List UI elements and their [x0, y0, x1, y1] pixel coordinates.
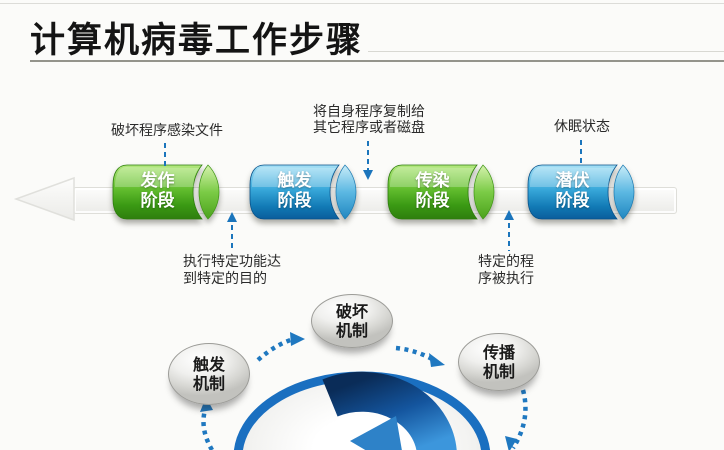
stage-scroll-shape-icon [387, 164, 495, 220]
stage-scroll-shape-icon [527, 164, 635, 220]
stage-label: 发作 阶段 [140, 171, 175, 211]
cycle-diagram [200, 332, 528, 450]
title-underline-dark [30, 60, 724, 62]
stage-scroll-shape-icon [249, 164, 357, 220]
annotation-damage-infect: 破坏程序感染文件 [111, 123, 223, 139]
dotted-arc [256, 336, 295, 362]
stage-block-infection: 传染 阶段 [387, 164, 497, 220]
bubble-damage-mechanism: 破坏 机制 [311, 294, 393, 348]
dotted-arrowhead-down-icon [505, 436, 517, 450]
stage-label: 潜伏 阶段 [555, 171, 590, 211]
annotation-program-executed: 特定的程 序被执行 [478, 254, 534, 287]
annotation-execute-function: 执行特定功能达 到特定的目的 [183, 254, 281, 287]
dotted-arrowhead-right-icon [290, 332, 305, 346]
bubble-trigger-mechanism: 触发 机制 [168, 343, 250, 405]
stage-block-outbreak: 发作 阶段 [112, 164, 222, 220]
page-title: 计算机病毒工作步骤 [30, 21, 364, 60]
stage-block-trigger: 触发 阶段 [249, 164, 359, 220]
annotation-copy-self: 将自身程序复制给 其它程序或者磁盘 [313, 104, 425, 136]
annotation-dormant: 休眠状态 [554, 119, 610, 135]
title-underline-light [368, 51, 724, 52]
stage-block-latent: 潜伏 阶段 [527, 164, 637, 220]
cycle-swoosh-arrow-icon [322, 371, 457, 450]
bubble-spread-mechanism: 传播 机制 [458, 333, 540, 391]
dotted-arrowhead-right-icon [429, 353, 445, 367]
top-divider [0, 3, 724, 4]
arrow-down-icon [363, 170, 373, 180]
left-flow-arrow-icon [13, 176, 75, 222]
stage-scroll-shape-icon [112, 164, 220, 220]
dotted-arc [395, 345, 436, 362]
stage-label: 触发 阶段 [277, 171, 312, 211]
stage-label: 传染 阶段 [415, 171, 450, 211]
cycle-swoosh-arrowhead-icon [350, 416, 402, 450]
